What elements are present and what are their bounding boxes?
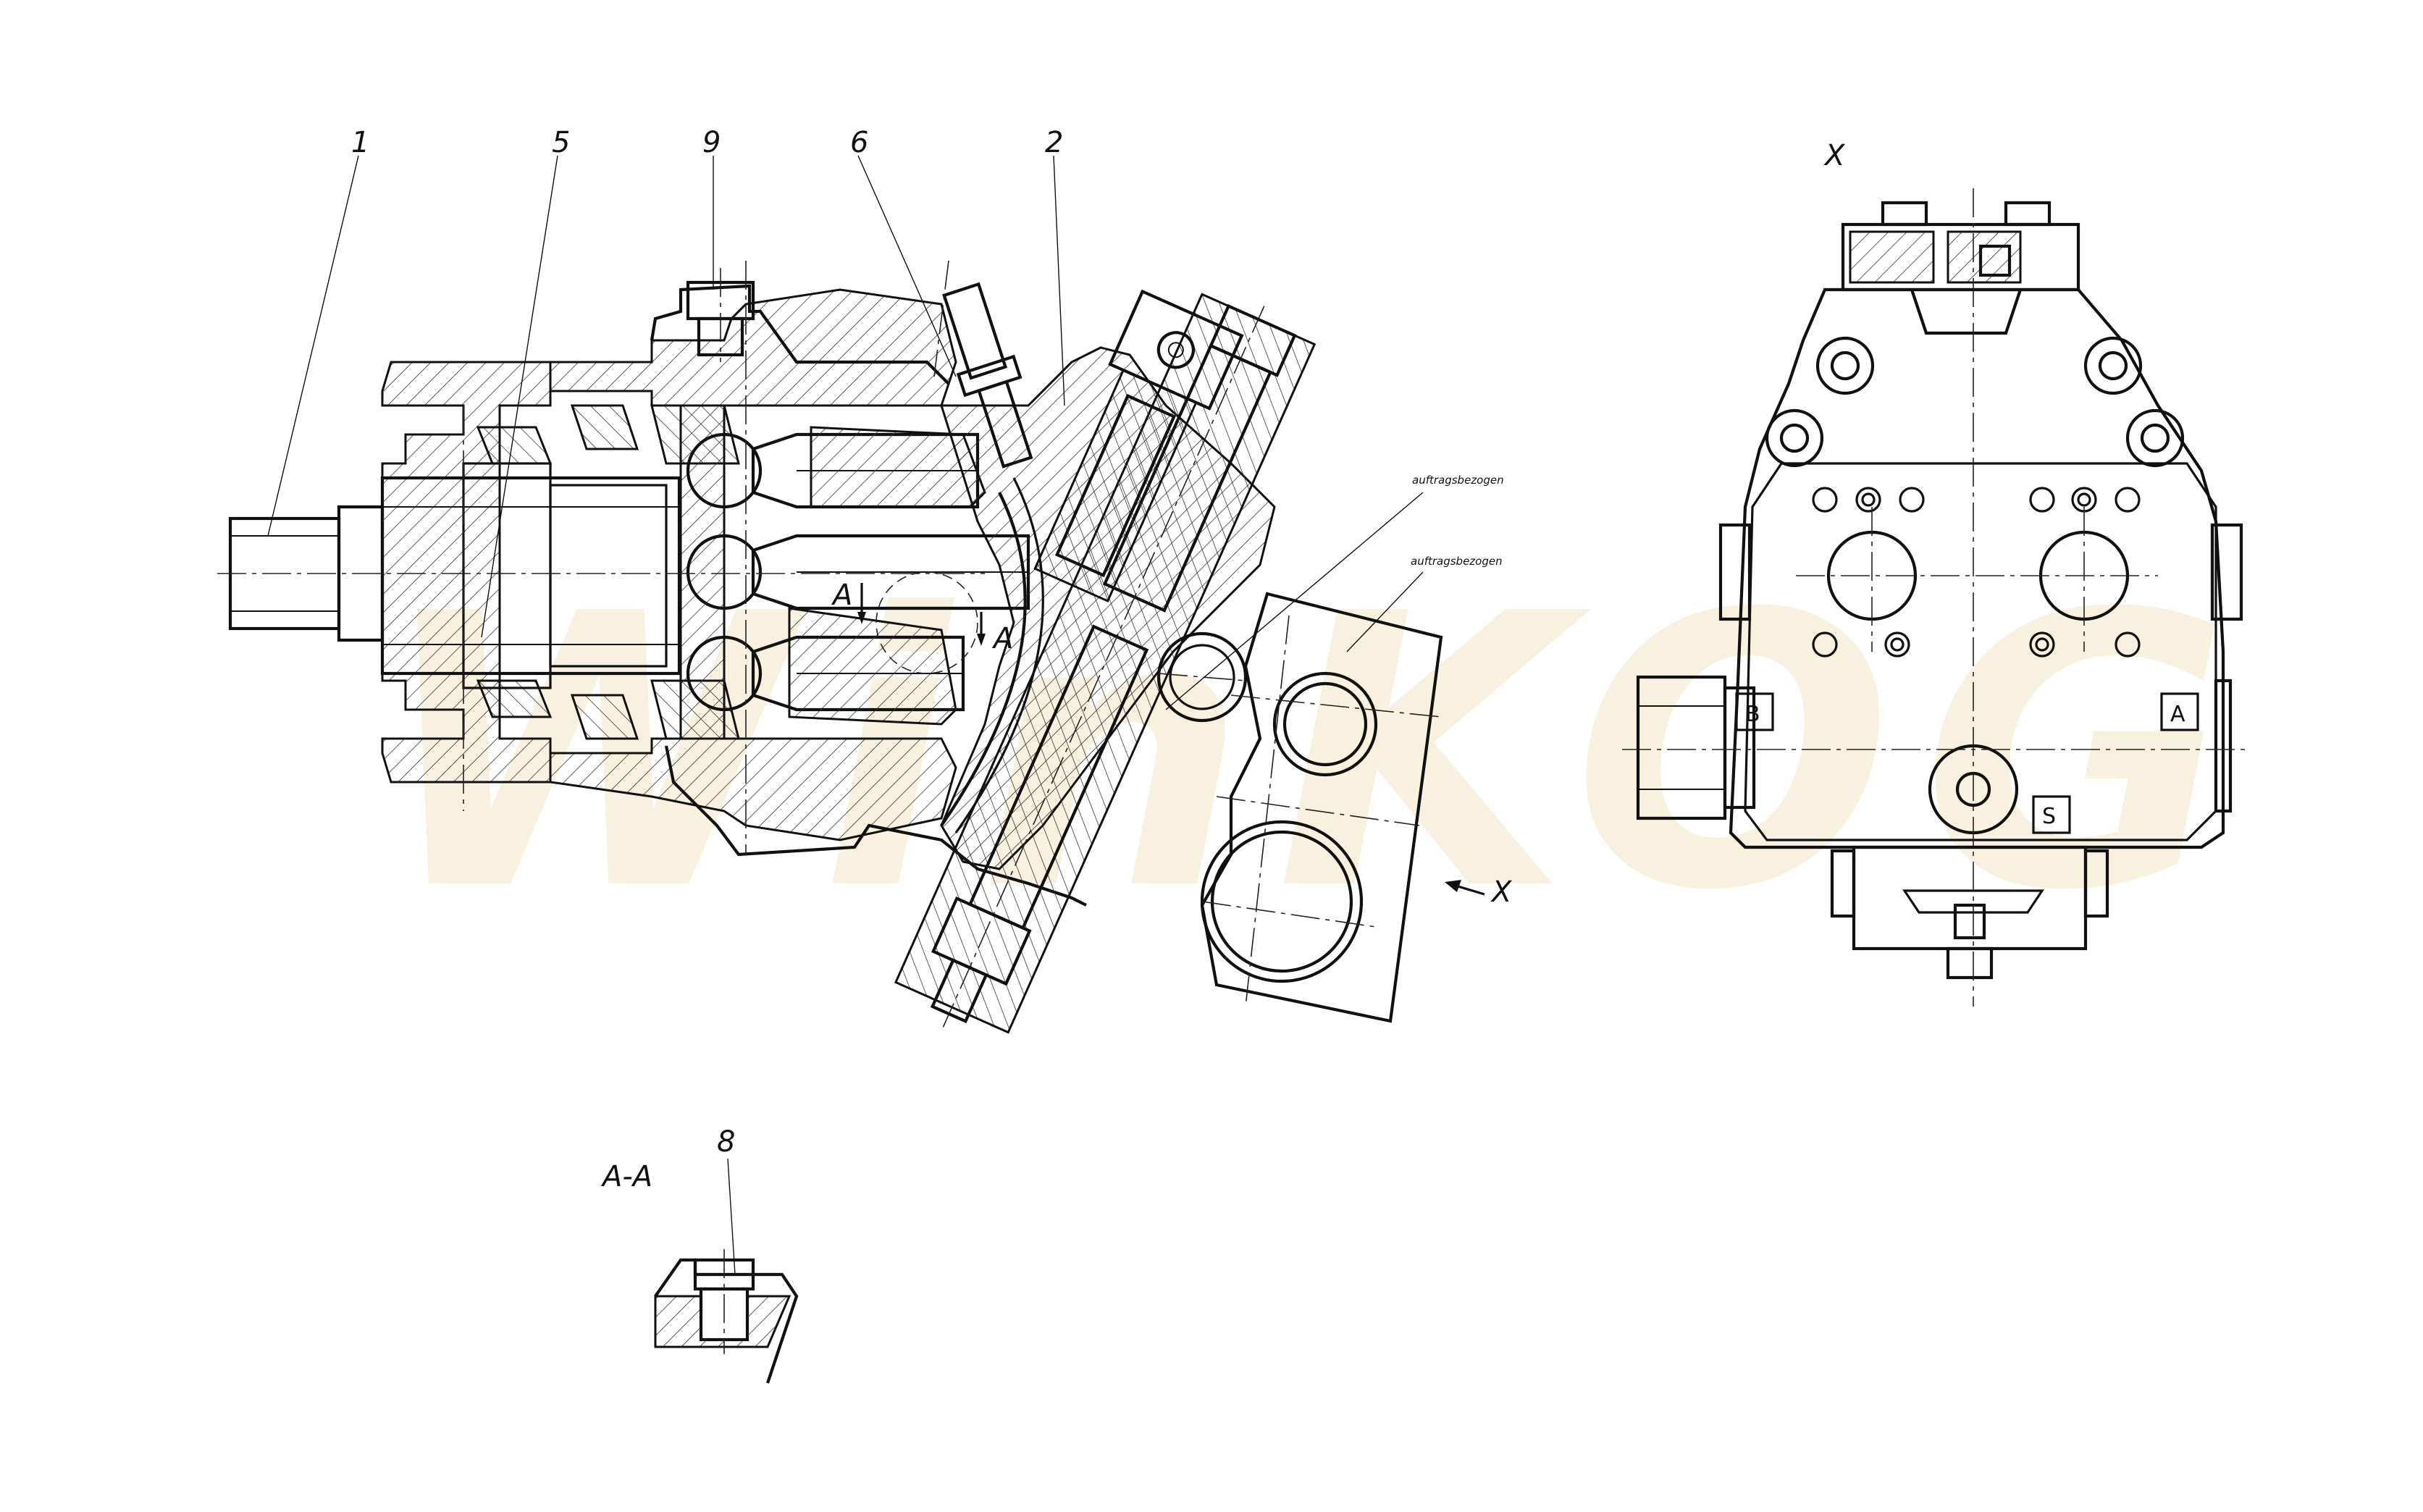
callout-6: 6 <box>850 126 868 159</box>
drive-shaft <box>380 476 681 676</box>
valve-cartridge-top <box>1033 289 1244 602</box>
side-fitting-right <box>2210 523 2243 813</box>
port-label-s: S <box>2042 804 2056 829</box>
section-a-a-detail: A-A 8 <box>600 1125 799 1384</box>
piston-balls <box>686 432 763 712</box>
callout-5: 5 <box>552 126 570 159</box>
control-cover <box>1841 201 2080 335</box>
mount-boss-tr <box>2083 336 2143 395</box>
screw-holes <box>1812 487 2141 658</box>
callout-9: 9 <box>702 126 721 159</box>
top-plug <box>686 268 755 362</box>
section-label-a-right: A <box>991 622 1013 655</box>
section-marker-left: A <box>831 579 866 624</box>
view-arrow-x: X <box>1445 875 1513 909</box>
callout-2: 2 <box>1045 126 1063 159</box>
side-fitting-left <box>1636 523 1756 820</box>
bottom-boss <box>1830 845 2109 980</box>
section-label-a-left: A <box>831 579 852 612</box>
port-label-b-box: B <box>1735 692 1774 731</box>
note-auftragsbezogen-2: auftragsbezogen <box>1411 555 1503 568</box>
detail-circle <box>875 571 978 674</box>
cylinder-block-lower <box>788 607 957 726</box>
callout-leaders <box>267 155 1424 710</box>
port-label-b: B <box>1745 702 1760 727</box>
view-x: X <box>1622 139 2245 1007</box>
port-label-a-box: A <box>2160 692 2199 731</box>
callout-1: 1 <box>351 126 369 159</box>
bearing-housing <box>549 288 957 407</box>
mount-boss-ml <box>1765 408 1824 468</box>
section-marker-right: A <box>977 612 1013 655</box>
callout-8: 8 <box>717 1125 735 1159</box>
sectional-view: A A X 1 5 9 6 2 auftragsbezo <box>217 126 1513 1034</box>
port-block <box>1156 592 1443 1023</box>
mount-boss-mr <box>2125 408 2185 468</box>
port-label-s-box: S <box>2032 795 2071 834</box>
view-arrow-label: X <box>1490 875 1513 909</box>
adjust-pin <box>942 282 1033 469</box>
section-title: A-A <box>600 1160 652 1193</box>
note-auftragsbezogen-1: auftragsbezogen <box>1412 474 1504 487</box>
outer-housing-top <box>650 284 950 385</box>
port-label-a: A <box>2170 702 2185 727</box>
shaft-step <box>549 484 668 668</box>
mount-boss-tl <box>1815 336 1875 395</box>
view-title: X <box>1823 139 1846 172</box>
